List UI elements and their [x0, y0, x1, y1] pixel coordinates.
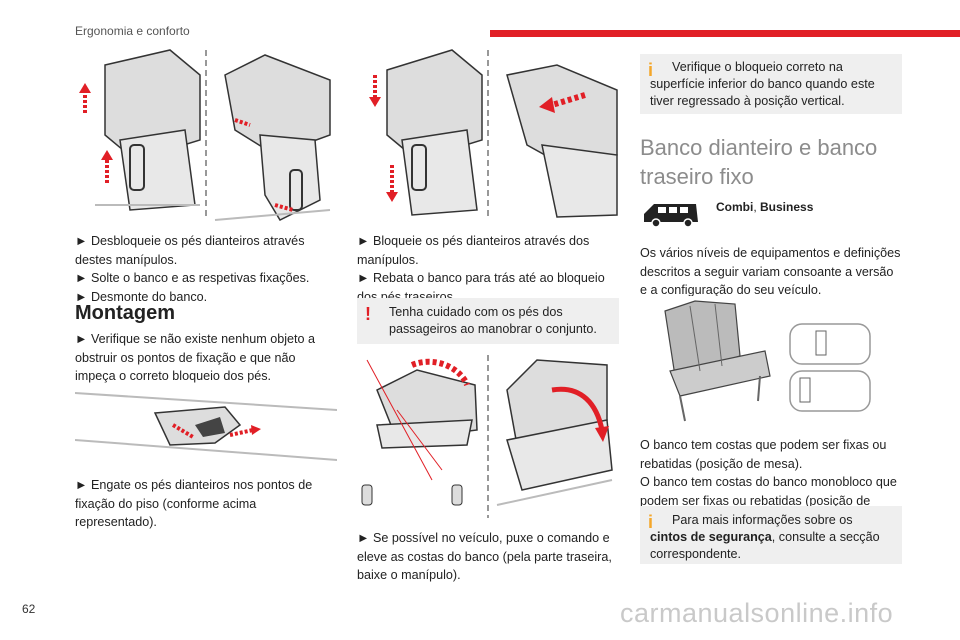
versions-separator: ,: [753, 200, 761, 214]
watermark: carmanualsonline.info: [620, 598, 894, 628]
step-unlock-feet: ► Desbloqueie os pés dianteiros através …: [75, 234, 305, 267]
van-icon: [640, 198, 702, 230]
info-note-text: Para mais informações sobre os cintos de…: [650, 512, 892, 563]
info-text-post: , consulte a secção correspondente.: [650, 530, 880, 561]
page-number: 62: [22, 602, 36, 616]
step-remove-seat: ► Desmonte do banco.: [75, 289, 208, 304]
figure-raise-backrest: [357, 350, 619, 522]
running-header: Ergonomia e conforto: [75, 24, 190, 38]
unlock-steps: ► Desbloqueie os pés dianteiros através …: [75, 232, 337, 306]
figure-front-feet-lock: [357, 45, 619, 225]
info-note-text: Verifique o bloqueio correto na superfíc…: [650, 60, 875, 108]
final-step: ► Se possível no veículo, puxe o comando…: [357, 529, 619, 585]
section-heading-fixed-seats: Banco dianteiro e banco traseiro fixo: [640, 135, 878, 189]
version-business: Business: [760, 200, 814, 214]
step-check-obstruction: ► Verifique se não existe nenhum objeto …: [75, 332, 316, 383]
step-lock-feet: ► Bloqueie os pés dianteiros através dos…: [357, 234, 590, 267]
version-combi: Combi: [716, 200, 754, 214]
step-raise-backrest: ► Se possível no veículo, puxe o comando…: [357, 531, 612, 582]
info-icon: i: [648, 60, 654, 80]
info-icon: i: [648, 512, 654, 532]
engate-step: ► Engate os pés dianteiros nos pontos de…: [75, 476, 337, 532]
warning-text: Tenha cuidado com os pés dos passageiros…: [389, 305, 597, 336]
info-text-pre: Para mais informações sobre os: [672, 513, 853, 527]
intro-paragraph: Os vários níveis de equipamentos e defin…: [640, 246, 901, 297]
info-note-seatbelts: i Para mais informações sobre os cintos …: [640, 506, 902, 564]
step-release-seat: ► Solte o banco e as respetivas fixações…: [75, 271, 310, 285]
header-accent-bar: [490, 30, 960, 37]
versions-label: Combi, Business: [716, 200, 813, 214]
warning-note: ! Tenha cuidado com os pés dos passageir…: [357, 298, 619, 344]
section-heading-montagem: Montagem: [75, 302, 175, 324]
figure-floor-anchors: [75, 385, 337, 467]
step-engage-feet: ► Engate os pés dianteiros nos pontos de…: [75, 478, 313, 529]
figure-bench-layout: [640, 296, 902, 426]
intro-text: Os vários níveis de equipamentos e defin…: [640, 244, 902, 300]
figure-front-feet-unlock: [75, 45, 337, 225]
info-note-lock-check: i Verifique o bloqueio correto na superf…: [640, 54, 902, 114]
lock-steps: ► Bloqueie os pés dianteiros através dos…: [357, 232, 619, 306]
para-split-backrest: O banco tem costas que podem ser fixas o…: [640, 438, 887, 471]
warning-icon: !: [365, 304, 371, 324]
info-text-bold: cintos de segurança: [650, 530, 772, 544]
montagem-step: ► Verifique se não existe nenhum objeto …: [75, 330, 337, 386]
